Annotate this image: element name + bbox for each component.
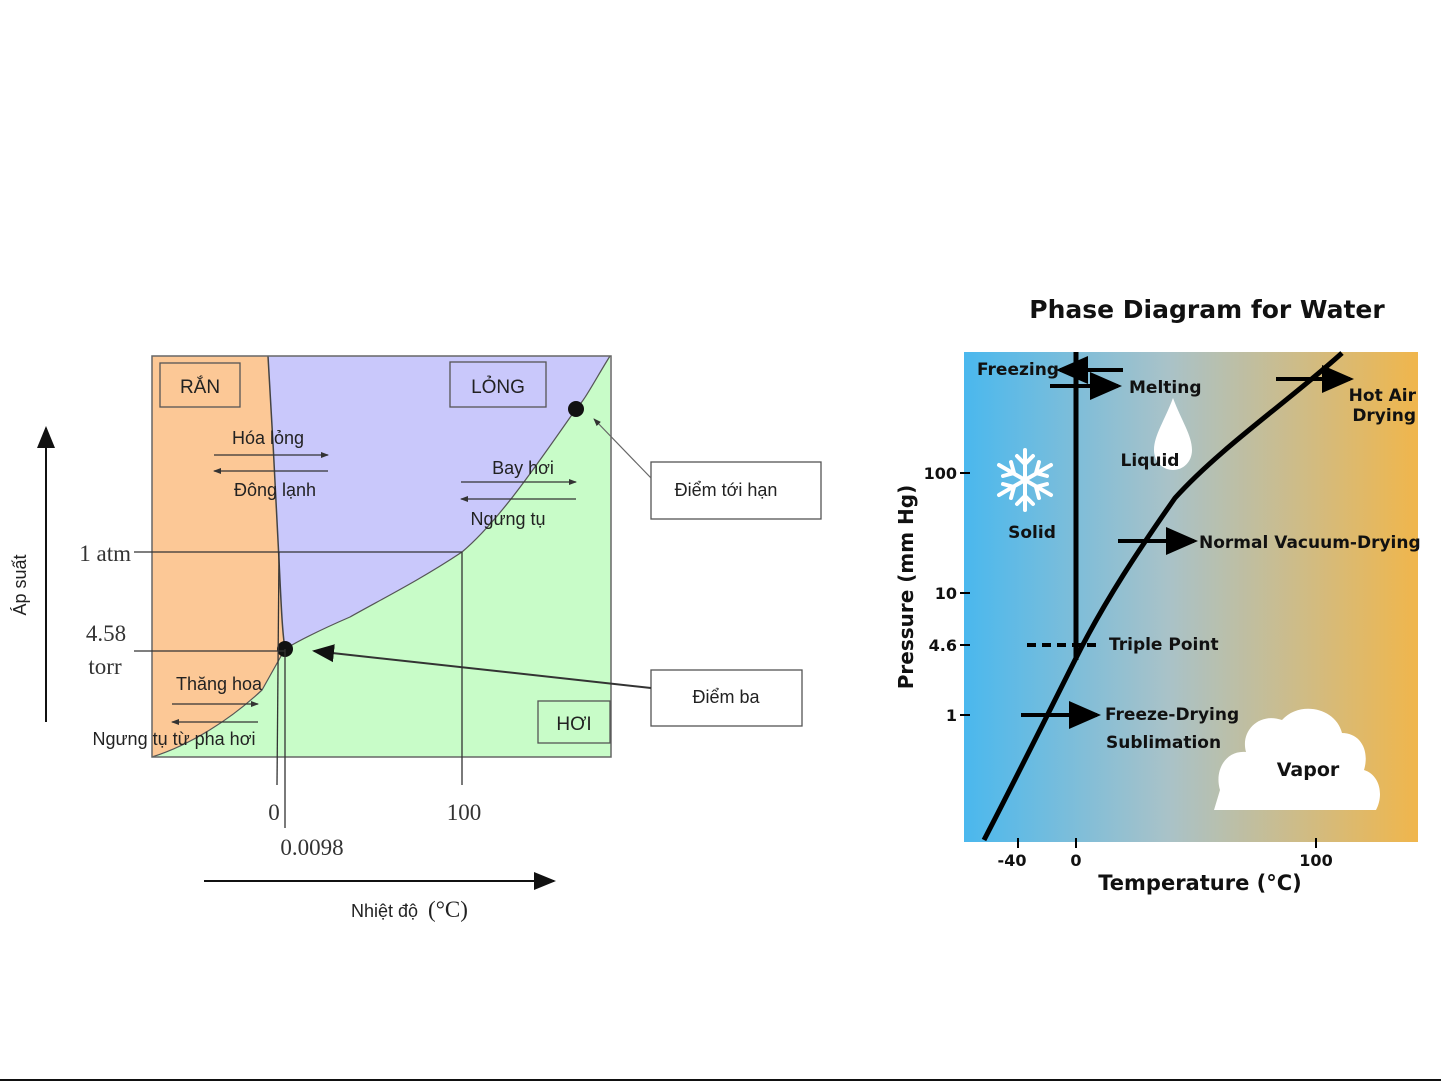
melting-label: Hóa lỏng — [232, 428, 304, 448]
triple-temp-tick: 0.0098 — [280, 835, 343, 860]
temperature-axis-unit: (°C) — [428, 897, 468, 922]
sublimation-vaporization-curve — [981, 351, 1344, 842]
freezing-process-label: Freezing — [977, 360, 1059, 380]
critical-point-pointer — [593, 418, 652, 479]
hundred-temp-tick: 100 — [447, 800, 482, 825]
triple-point-callout-box — [650, 669, 803, 727]
freezing-label: Đông lạnh — [234, 480, 316, 500]
vapor-region-label: Vapor — [1277, 759, 1340, 781]
solid-region-label: Solid — [1008, 523, 1056, 543]
pressure-axis-label-right: Pressure (mm Hg) — [894, 485, 918, 690]
temperature-axis-text: Nhiệt độ — [351, 901, 418, 921]
vapor-label-box — [537, 700, 611, 744]
liquid-label: LỎNG — [471, 376, 525, 398]
vacuum-drying-label: Normal Vacuum-Drying — [1199, 533, 1421, 553]
vaporization-label: Bay hơi — [492, 458, 554, 478]
left-plot-frame — [151, 355, 612, 758]
y-tick-label: 1 — [946, 706, 957, 725]
right-diagram-title: Phase Diagram for Water — [1029, 295, 1385, 324]
melting-process-label: Melting — [1129, 378, 1202, 398]
torr-value-tick: 4.58 — [86, 621, 126, 646]
zero-temp-line — [276, 551, 280, 786]
y-tick-label: 100 — [924, 464, 957, 483]
zero-temp-tick: 0 — [268, 800, 280, 825]
vapor-label: HƠI — [556, 714, 591, 735]
water-drop-icon — [1154, 398, 1192, 470]
left-phase-diagram: RẮN LỎNG HƠI Hóa lỏng Đông lạnh Bay hơi … — [10, 355, 822, 922]
torr-unit-tick: torr — [88, 654, 122, 679]
sublimation-process-label: Sublimation — [1106, 733, 1221, 753]
triple-point-label: Triple Point — [1109, 635, 1219, 655]
solid-region — [152, 356, 285, 757]
hot-air-label-line2: Drying — [1352, 406, 1416, 426]
liquid-region — [268, 356, 610, 649]
one-atm-tick: 1 atm — [79, 541, 131, 566]
hot-air-label-line1: Hot Air — [1349, 386, 1417, 406]
y-tick-label: 10 — [935, 584, 957, 603]
right-phase-diagram: Phase Diagram for Water Freezin — [894, 295, 1421, 895]
bottom-rule — [0, 1079, 1441, 1081]
sublimation-curve — [151, 648, 286, 758]
freeze-drying-label: Freeze-Drying — [1105, 705, 1239, 725]
critical-point-dot — [568, 401, 584, 417]
cloud-icon — [1214, 708, 1380, 810]
solid-label-box — [159, 362, 241, 408]
liquid-region-label: Liquid — [1121, 451, 1180, 471]
y-tick-label: 4.6 — [929, 636, 957, 655]
snowflake-icon — [997, 448, 1053, 512]
triple-point-pointer — [312, 644, 652, 689]
x-tick-label: -40 — [998, 851, 1027, 870]
critical-point-callout-box — [650, 461, 822, 520]
condensation-label: Ngưng tụ — [470, 509, 545, 529]
melting-curve — [267, 355, 286, 650]
temperature-axis-label-right: Temperature (°C) — [1098, 871, 1301, 895]
triple-point-callout: Điểm ba — [692, 687, 760, 707]
vapor-region — [152, 356, 611, 757]
temperature-axis-label: Nhiệt độ (°C) — [351, 897, 468, 922]
solid-label: RẮN — [180, 376, 220, 398]
deposition-label: Ngưng tụ từ pha hơi — [93, 729, 256, 749]
critical-point-callout: Điểm tới hạn — [675, 480, 778, 500]
sublimation-label: Thăng hoa — [176, 674, 263, 694]
x-tick-label: 100 — [1299, 851, 1332, 870]
liquid-label-box — [449, 361, 547, 408]
pressure-axis-label: Áp suất — [10, 554, 30, 615]
x-tick-label: 0 — [1070, 851, 1081, 870]
